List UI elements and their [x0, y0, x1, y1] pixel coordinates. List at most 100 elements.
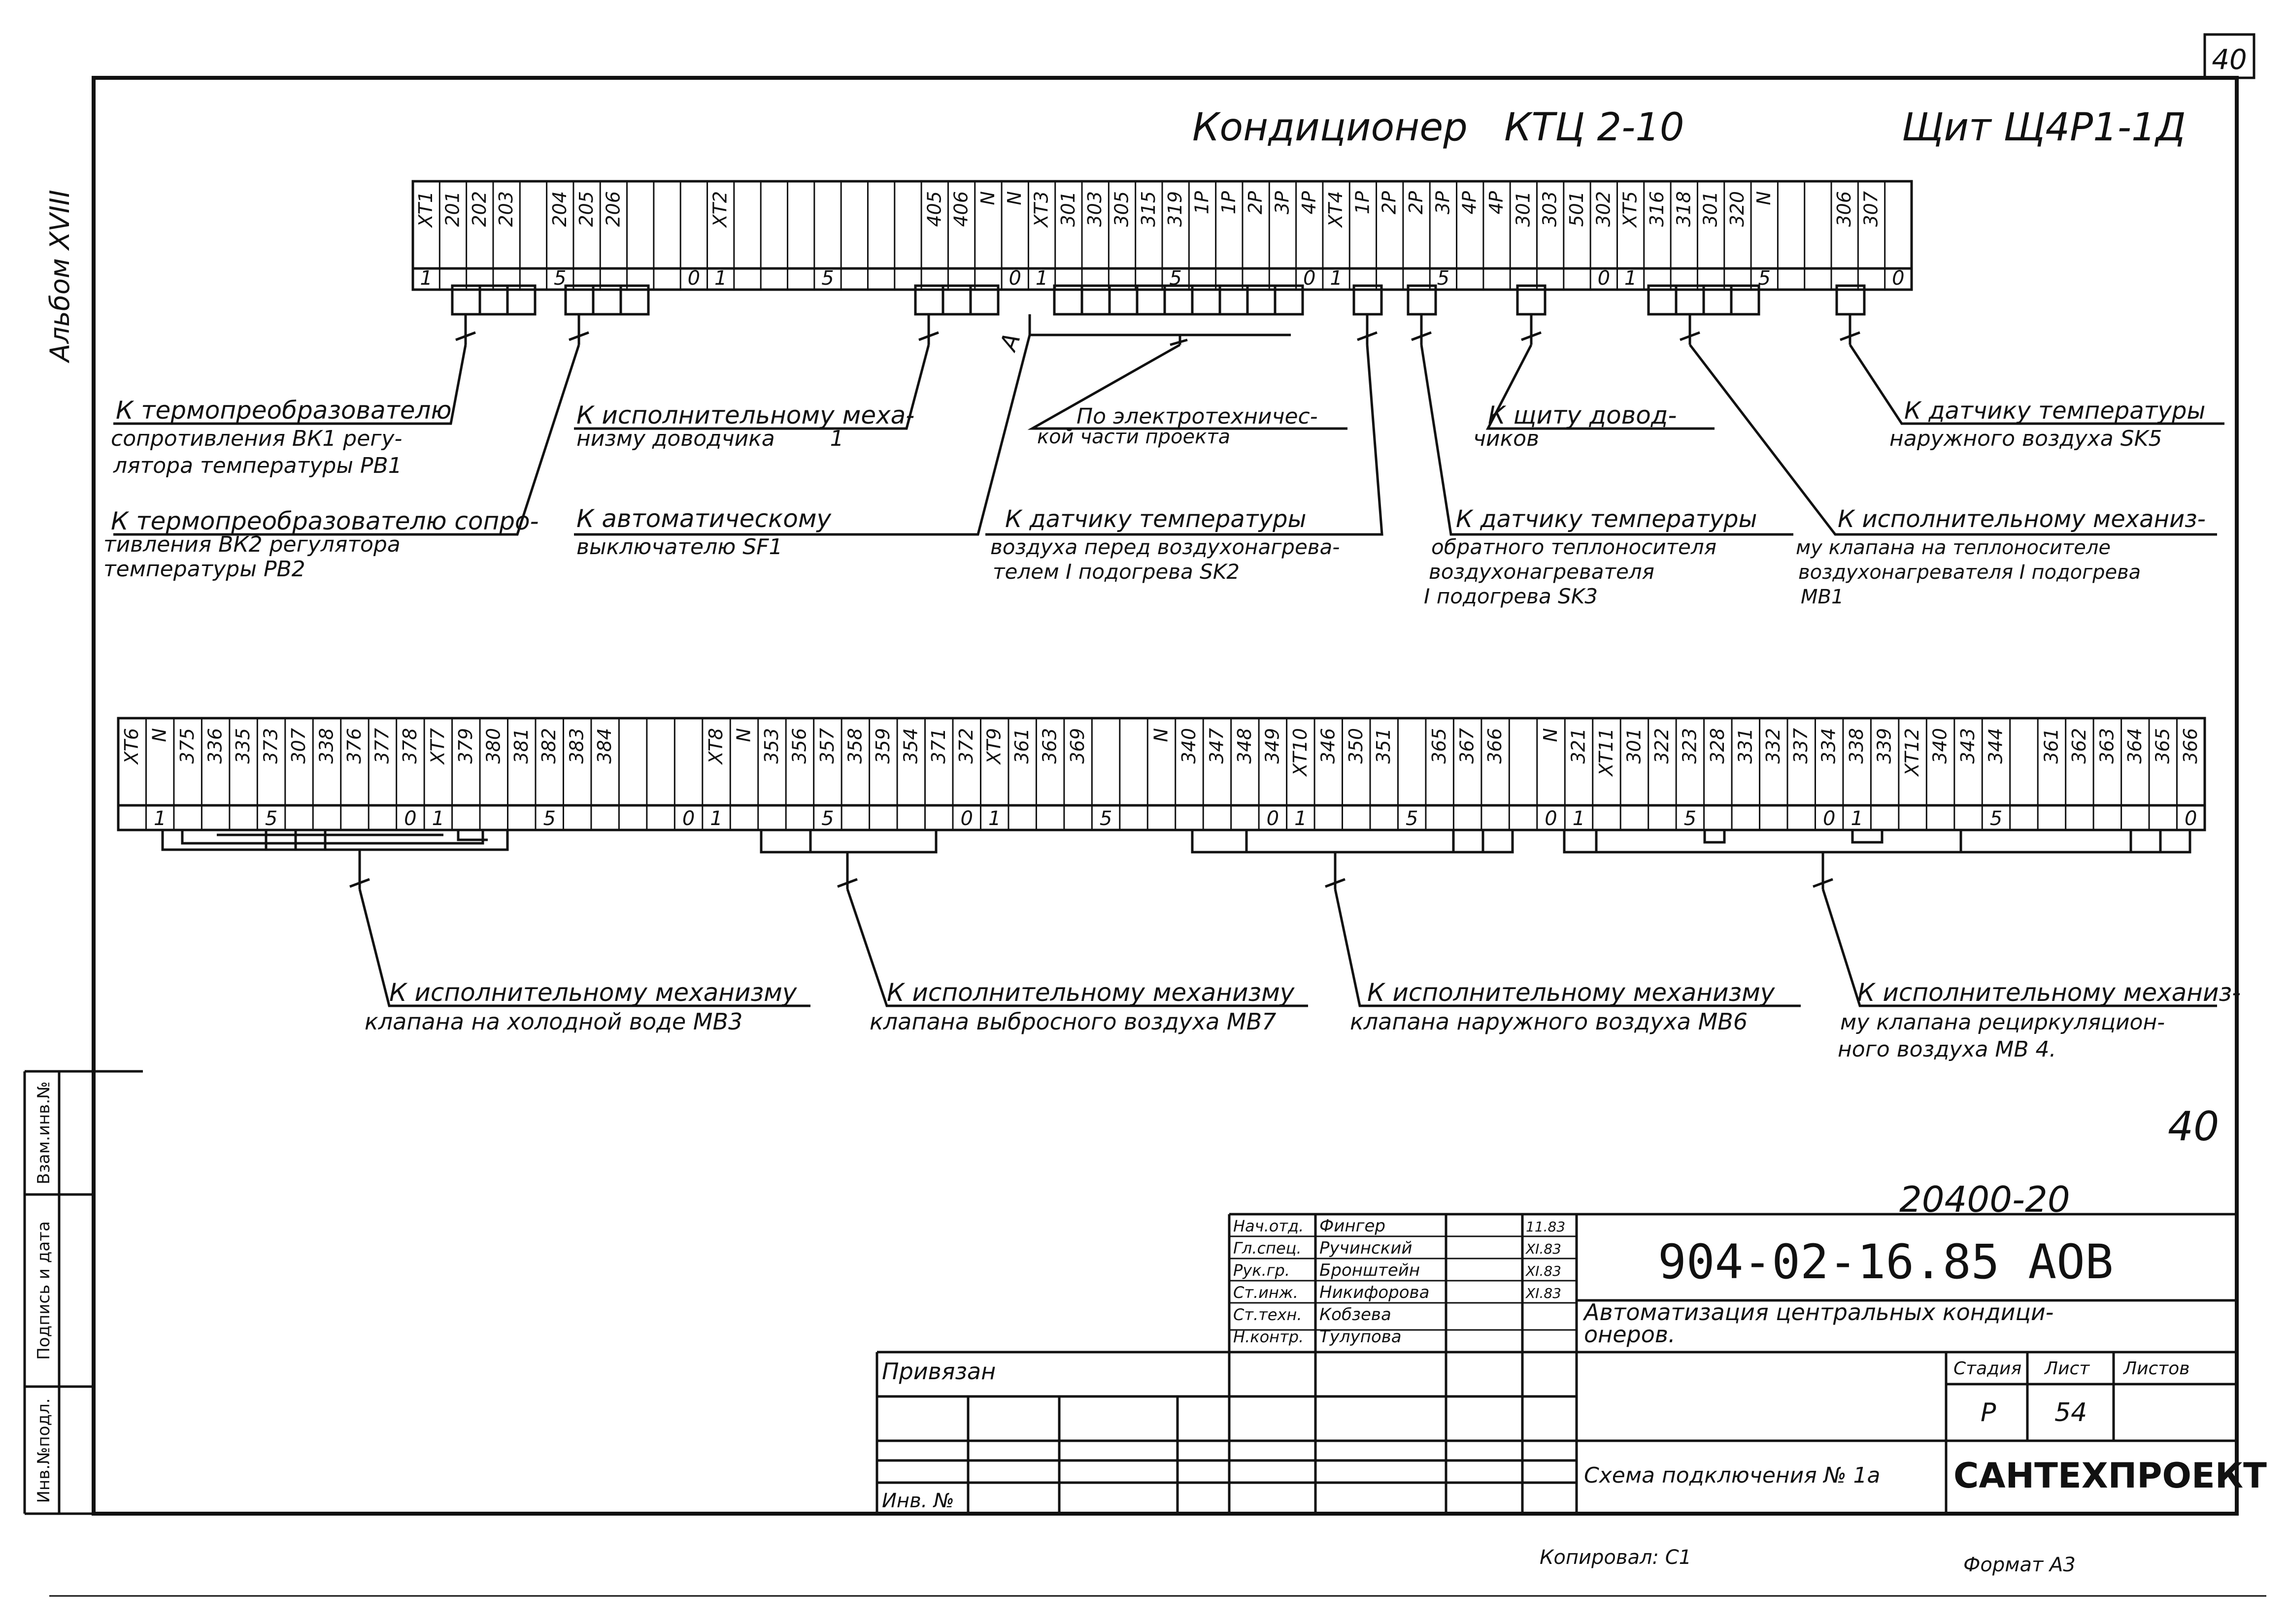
lower-terminal-label-61: 334: [1818, 728, 1840, 764]
upper-terminal-label-30: 1Р: [1218, 191, 1240, 214]
upper-terminal-label-41: 301: [1512, 191, 1534, 227]
lower-terminal-label-5: 373: [260, 728, 282, 764]
lower-terminal-group-mark-42: 1: [1294, 807, 1307, 830]
lower-terminal-label-73: 365: [2152, 728, 2173, 764]
lower-terminal-group-mark-30: 0: [961, 807, 973, 830]
sheet-format: Формат А3: [1963, 1554, 2076, 1576]
sheet-number: 54: [2054, 1398, 2087, 1427]
lower-terminal-label-23: 353: [761, 728, 782, 764]
lower-terminal-label-2: 375: [176, 728, 198, 764]
lower-terminal-label-6: 307: [288, 728, 309, 764]
lower-terminal-label-24: 356: [788, 728, 810, 764]
lower-terminal-label-28: 354: [900, 728, 921, 764]
lower-terminal-label-17: 384: [594, 728, 615, 764]
role-2: Рук.гр.: [1233, 1261, 1290, 1280]
lower-terminal-label-32: 361: [1011, 728, 1033, 764]
role-0: Нач.отд.: [1233, 1217, 1304, 1235]
upper-terminal-label-6: 205: [575, 191, 597, 227]
upper-terminal-label-21: N: [977, 191, 999, 205]
upper-terminal-label-34: ХТ4: [1325, 191, 1346, 228]
copied-by: Копировал: С1: [1540, 1546, 1691, 1569]
lower-terminal-label-55: 322: [1651, 728, 1673, 764]
lower-terminal-label-66: 343: [1957, 728, 1979, 764]
sheets-label: Листов: [2122, 1359, 2189, 1379]
upper-terminal-label-23: ХТ3: [1031, 191, 1052, 228]
role-date-0: 11.83: [1526, 1219, 1565, 1235]
label-mb4: К исполнительному механиз- му клапана ре…: [1838, 978, 2248, 1062]
lower-terminal-group-mark-21: 1: [710, 807, 722, 830]
marker-a: А: [994, 330, 1026, 356]
lower-terminal-label-38: 340: [1178, 728, 1200, 764]
label-electrical-part: По электротехничес- кой части проекта: [1037, 404, 1324, 448]
lower-terminal-label-44: 350: [1345, 728, 1367, 764]
upper-terminal-label-35: 1Р: [1351, 191, 1373, 214]
upper-terminal-label-5: 204: [549, 191, 571, 227]
upper-terminal-group-mark-45: 1: [1624, 267, 1637, 290]
lower-terminal-label-48: 367: [1456, 728, 1478, 764]
role-1: Гл.спец.: [1233, 1239, 1302, 1258]
label-sk3: К датчику температуры обратного теплонос…: [1424, 505, 1764, 608]
lower-terminal-label-51: N: [1540, 728, 1561, 742]
upper-terminal-label-26: 305: [1111, 191, 1133, 227]
lower-terminal-label-34: 369: [1067, 728, 1088, 764]
label-bk2: К термопреобразователю сопро- тивления В…: [103, 507, 546, 582]
lower-terminal-label-1: N: [149, 728, 170, 742]
inventory-number-label: Инв. №: [882, 1490, 954, 1512]
upper-terminal-group-mark-33: 0: [1303, 267, 1315, 290]
upper-terminal-label-47: 318: [1673, 191, 1694, 227]
upper-terminal-group-mark-55: 0: [1892, 267, 1904, 290]
upper-terminal-label-48: 301: [1700, 191, 1721, 227]
upper-terminal-label-25: 303: [1084, 191, 1106, 227]
upper-terminal-label-42: 303: [1539, 191, 1561, 227]
upper-terminal-label-19: 405: [923, 191, 945, 227]
side-label-sign: Подпись и дата: [34, 1221, 54, 1360]
lower-terminal-label-52: 321: [1568, 728, 1589, 764]
upper-terminal-label-11: ХТ2: [709, 191, 731, 228]
role-name-1: Ручинский: [1319, 1238, 1412, 1258]
lower-terminal-label-9: 377: [371, 728, 393, 764]
lower-terminal-label-54: 301: [1623, 728, 1645, 764]
lower-terminal-label-8: 376: [343, 728, 365, 764]
lower-terminal-label-30: 372: [955, 728, 977, 764]
stage-label: Стадия: [1953, 1359, 2021, 1379]
lower-terminal-label-59: 332: [1762, 728, 1784, 764]
upper-terminal-group-mark-22: 0: [1009, 267, 1021, 290]
lower-terminal-label-3: 336: [204, 728, 226, 764]
lower-terminal-label-45: 351: [1373, 728, 1394, 764]
upper-terminal-group-mark-34: 1: [1330, 267, 1342, 290]
lower-terminal-label-65: 340: [1929, 728, 1951, 764]
side-label-replace: Взам.инв.№: [34, 1081, 54, 1184]
lower-terminal-label-16: 383: [566, 728, 588, 764]
lower-terminal-label-42: ХТ10: [1289, 728, 1311, 777]
upper-terminal-label-44: 302: [1592, 191, 1614, 227]
side-label-inv: Инв.№подл.: [34, 1398, 54, 1503]
project-title: Автоматизация центральных кондици- онеро…: [1582, 1299, 2061, 1348]
role-name-3: Никифорова: [1319, 1283, 1429, 1302]
label-closer-actuator: К исполнительному меха- низму доводчика …: [576, 401, 921, 451]
lower-terminal-group-mark-74: 0: [2185, 807, 2197, 830]
lower-terminal-label-74: 366: [2180, 728, 2201, 764]
tied-label: Привязан: [882, 1358, 996, 1385]
upper-terminal-label-53: 306: [1833, 191, 1855, 227]
upper-terminal-group-mark-10: 0: [688, 267, 700, 290]
label-closer-panel: К щиту довод- чиков: [1473, 401, 1683, 451]
upper-terminal-label-22: N: [1004, 191, 1025, 205]
lower-terminal-label-21: ХТ8: [705, 728, 727, 765]
label-mb3: К исполнительному механизму клапана на х…: [365, 978, 804, 1035]
lower-terminal-group-mark-15: 5: [543, 807, 556, 830]
role-date-1: XI.83: [1525, 1241, 1561, 1257]
lower-terminal-group-mark-10: 0: [404, 807, 416, 830]
lower-terminal-group-mark-56: 5: [1684, 807, 1696, 830]
lower-terminal-label-10: 378: [399, 728, 421, 764]
lower-terminal-label-7: 338: [316, 728, 337, 764]
upper-connectors: [113, 284, 2224, 536]
role-5: Н.контр.: [1233, 1327, 1304, 1346]
lower-terminal-group-mark-20: 0: [682, 807, 695, 830]
upper-terminal-group-mark-5: 5: [554, 267, 566, 290]
upper-terminal-label-50: N: [1753, 191, 1775, 205]
lower-terminal-group-mark-1: 1: [154, 807, 166, 830]
title-block: [875, 1213, 2237, 1514]
upper-terminal-label-37: 2Р: [1405, 191, 1427, 214]
